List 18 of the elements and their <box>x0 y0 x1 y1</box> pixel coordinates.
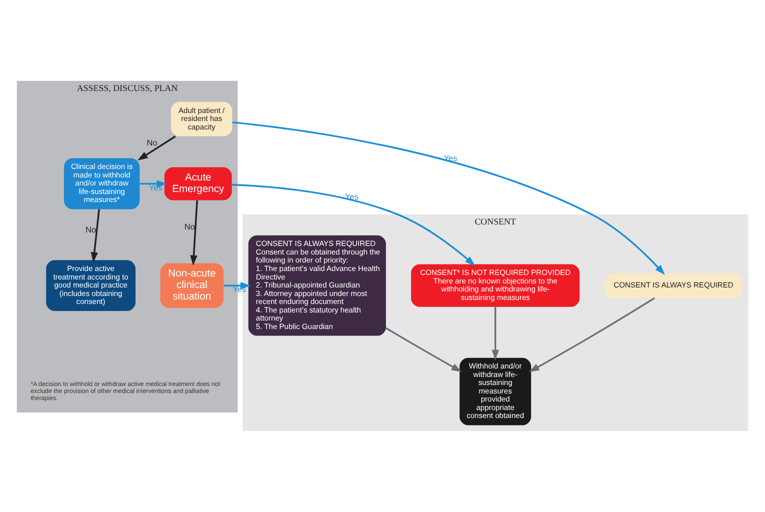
node-box: Adult patient / resident has capacity <box>170 102 232 136</box>
arrow <box>90 209 100 263</box>
node-box: Withhold and/or withdraw life-sustaining measures provided appropriate consent obtained <box>460 358 532 426</box>
node-box: CONSENT* IS NOT REQUIRED PROVIDED There are no known objections to the withholding and withdrawing life-sustaining measures <box>411 264 580 307</box>
arrow <box>140 180 167 188</box>
node-box: CONSENT IS ALWAYS REQUIRED Consent can be obtained through the following in order of priority: 1. The patient’s valid Advance Health Directive 2. Tribunal-appointed Guardian 3. Attorney appointed under most recent enduring document 4. The patient’s statutory health attorney 5. The Public Guardian <box>248 235 386 336</box>
arrow <box>492 306 499 360</box>
arrow <box>232 121 665 275</box>
node-box: Provide active treatment according to good medical practice (includes obtaining consent) <box>46 260 136 312</box>
arrow <box>190 200 198 266</box>
node-box: CONSENT IS ALWAYS REQUIRED <box>604 273 742 298</box>
arrow <box>232 184 476 266</box>
arrow <box>528 297 656 372</box>
node-box: Clinical decision is made to withhold and/or withdraw life-sustaining measures* <box>64 158 140 210</box>
node-box: Non-acute clinical situation <box>160 263 224 308</box>
arrow <box>137 136 176 160</box>
node-box: Acute Emergency <box>164 167 232 200</box>
arrow <box>386 327 462 372</box>
